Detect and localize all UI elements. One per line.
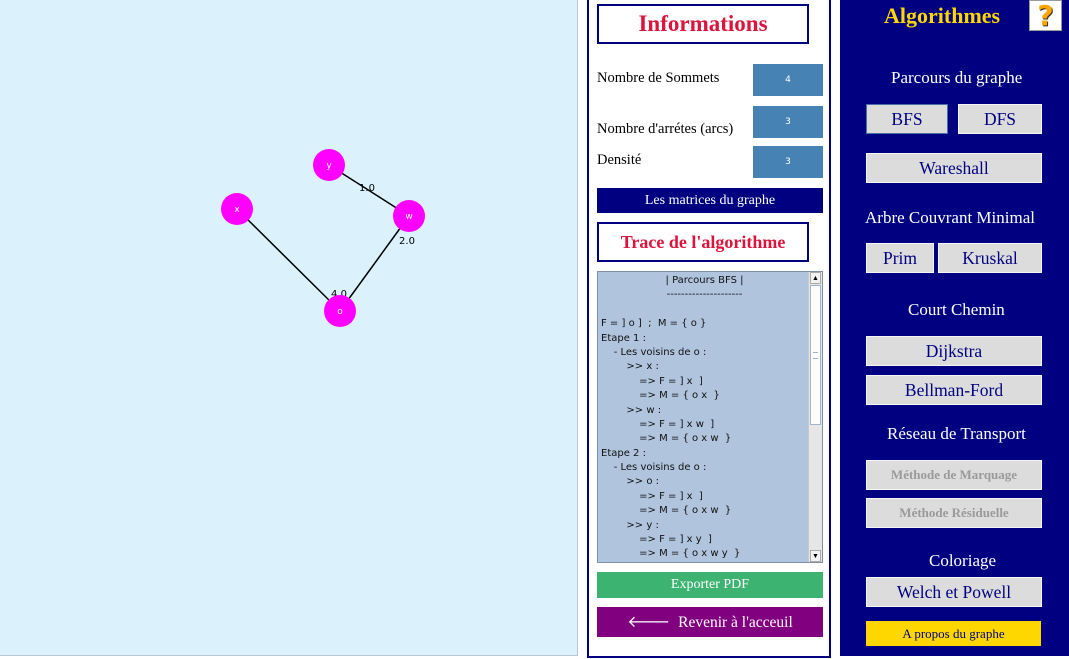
section-coloring: Coloriage [929,551,997,570]
trace-line: => F = ] x w ] [601,418,715,430]
warshall-button[interactable]: Wareshall [866,153,1042,183]
algorithms-panel: Algorithmes ? Parcours du graphe BFS DFS… [840,0,1069,656]
info-title: Informations [597,4,809,44]
trace-line: | Parcours BFS | [665,275,744,286]
density-label: Densité [597,152,642,168]
node-label: y [326,161,332,171]
section-traversal: Parcours du graphe [891,68,1023,87]
edge-count-label: Nombre d'arrétes (arcs) [597,121,734,137]
trace-line: >> x : [601,361,659,373]
algorithms-title: Algorithmes [884,3,1001,28]
graph-matrices-button[interactable]: Les matrices du graphe [597,188,823,213]
trace-line: Etape 1 : [601,332,646,344]
kruskal-button[interactable]: Kruskal [938,243,1042,273]
bfs-button[interactable]: BFS [866,104,948,134]
vertex-count-value: 4 [753,64,823,96]
graph-node-o[interactable] [324,295,356,327]
info-panel: Informations Nombre de Sommets 4 Nombre … [587,0,831,658]
section-transport-network: Réseau de Transport [887,424,1026,443]
edge-weight-label: 1.0 [359,183,375,194]
scroll-up-arrow-icon[interactable]: ▲ [810,272,821,284]
section-shortest-path: Court Chemin [908,300,1005,319]
scroll-down-arrow-icon[interactable]: ▼ [810,550,821,562]
prim-button[interactable]: Prim [866,243,934,273]
bellman-ford-button[interactable]: Bellman-Ford [866,375,1042,405]
help-button[interactable]: ? [1029,0,1062,31]
welsh-powell-button[interactable]: Welch et Powell [866,577,1042,607]
node-label: x [234,205,240,215]
dfs-button[interactable]: DFS [958,104,1042,134]
trace-title: Trace de l'algorithme [597,222,809,262]
scroll-thumb[interactable] [810,285,821,425]
node-label: o [337,307,343,317]
back-to-home-button[interactable]: 🡐 Revenir à l'acceuil [597,607,823,637]
marking-method-button[interactable]: Méthode de Marquage [866,460,1042,490]
export-pdf-button[interactable]: Exporter PDF [597,572,823,598]
trace-line: - Les voisins de o : [601,462,707,474]
graph-node-y[interactable] [313,149,345,181]
trace-line: >> w : [601,404,662,416]
trace-line: F = ] o ] ; M = { o } [601,318,707,330]
trace-line: >> y : [601,519,659,531]
section-mst: Arbre Couvrant Minimal [865,208,1035,227]
trace-line: --------------------- [666,289,743,301]
graph-node-x[interactable] [221,193,253,225]
trace-line: => M = { o x w } [601,505,732,517]
graph-canvas[interactable]: 1.0 4.0 2.0 y x w o [0,0,578,656]
node-label: w [405,212,412,222]
graph-node-w[interactable] [393,200,425,232]
arrow-left-icon: 🡐 [627,612,671,631]
question-mark-icon: ? [1037,0,1054,32]
about-graph-button[interactable]: A propos du graphe [866,621,1041,646]
trace-line: => F = ] x ] [601,490,703,502]
trace-line: Etape 2 : [601,447,646,459]
back-to-home-label: Revenir à l'acceuil [678,614,793,631]
trace-line: => F = ] x ] [601,375,703,387]
trace-output[interactable]: | Parcours BFS | --------------------- F =… [597,271,823,563]
edge-weight-label: 4.0 [331,289,347,300]
trace-text: | Parcours BFS | --------------------- F =… [598,272,808,562]
edge-weight-label: 2.0 [399,236,415,247]
residual-method-button[interactable]: Méthode Résiduelle [866,498,1042,528]
density-value: 3 [753,146,823,178]
trace-line: >> o : [601,476,660,488]
graph-edge-w-o[interactable] [339,215,410,312]
edge-count-value: 3 [753,106,823,138]
trace-line [601,303,808,317]
trace-line: => F = ] x y ] [601,534,712,546]
trace-line: => M = { o x } [601,390,720,402]
trace-line: => M = { o x w y } [601,548,741,560]
trace-line: => M = { o x w } [601,433,732,445]
graph-edge-x-o[interactable] [236,208,341,312]
trace-line: - Les voisins de o : [601,346,707,358]
dijkstra-button[interactable]: Dijkstra [866,336,1042,366]
trace-scrollbar[interactable]: ▲ ▼ [808,272,822,562]
vertex-count-label: Nombre de Sommets [597,70,720,86]
graph-drawing[interactable]: 1.0 4.0 2.0 y x w o [0,0,578,656]
